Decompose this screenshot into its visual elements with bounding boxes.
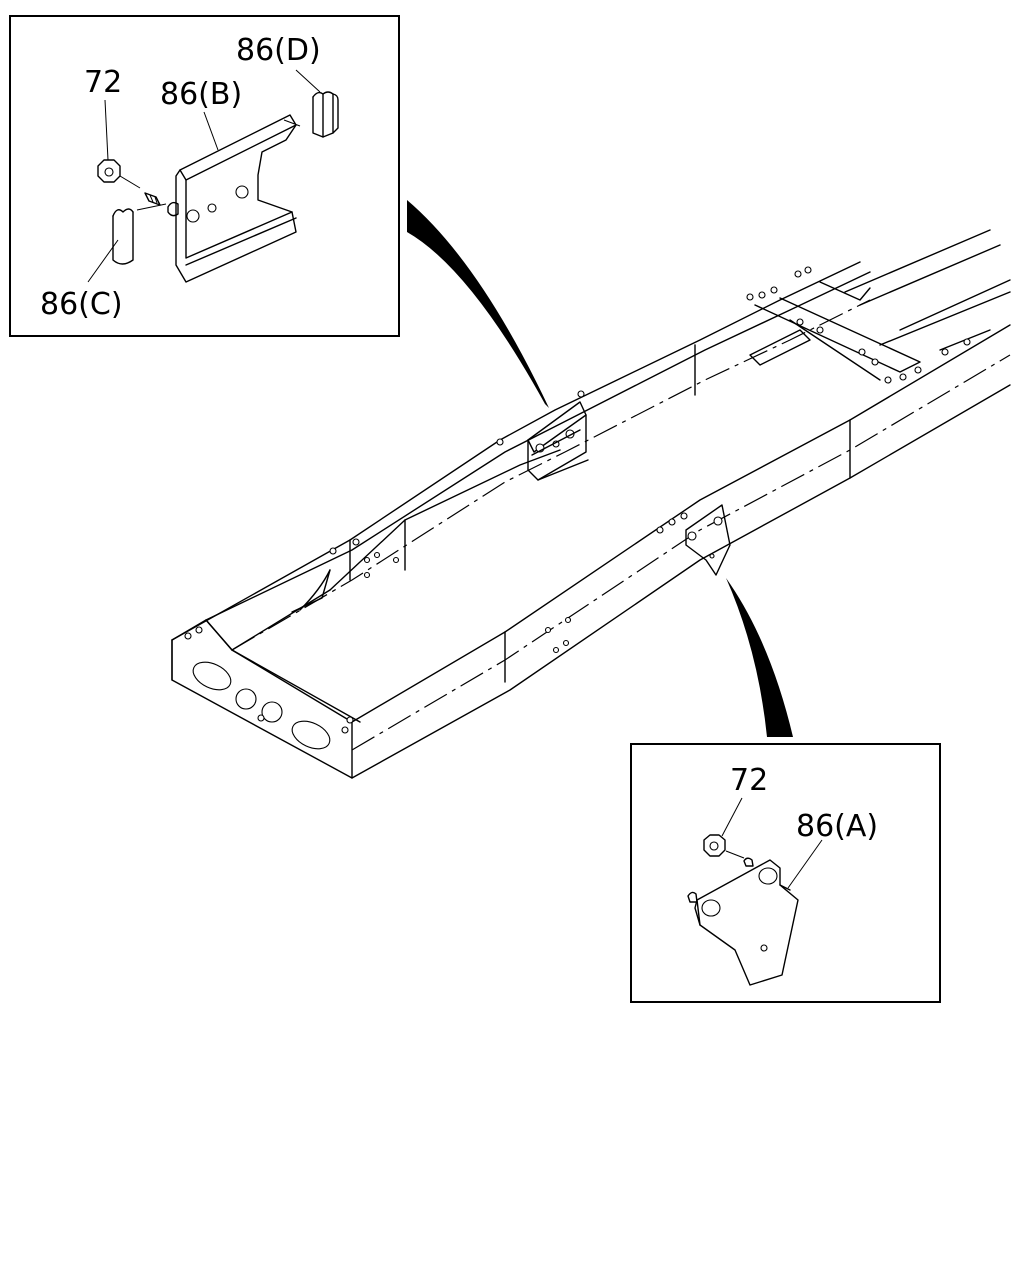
bracket-86a [687, 857, 799, 986]
bracket-86b [167, 114, 301, 283]
nut-72-icon [97, 159, 141, 189]
detail-box-top-left: 72 86(B) 86(D) 86(C) [9, 15, 400, 337]
label-86b: 86(B) [160, 77, 242, 112]
label-72-top: 72 [84, 65, 122, 100]
label-72-bottom: 72 [730, 763, 768, 798]
leader-arrow-bottom [726, 578, 793, 737]
detail-box-bottom-right: 72 86(A) [630, 743, 941, 1003]
leader-arrow-top [407, 200, 549, 408]
nut-72-icon [703, 834, 745, 859]
chassis-frame [171, 229, 1011, 779]
clip-86d [312, 91, 339, 138]
frame-bracket-b-mounted [527, 401, 589, 481]
label-86a: 86(A) [796, 809, 878, 844]
frame-holes [184, 266, 971, 734]
label-86c: 86(C) [40, 287, 123, 322]
clip-86c [112, 203, 167, 265]
label-86d: 86(D) [236, 33, 321, 68]
frame-bracket-a-mounted [685, 504, 731, 576]
